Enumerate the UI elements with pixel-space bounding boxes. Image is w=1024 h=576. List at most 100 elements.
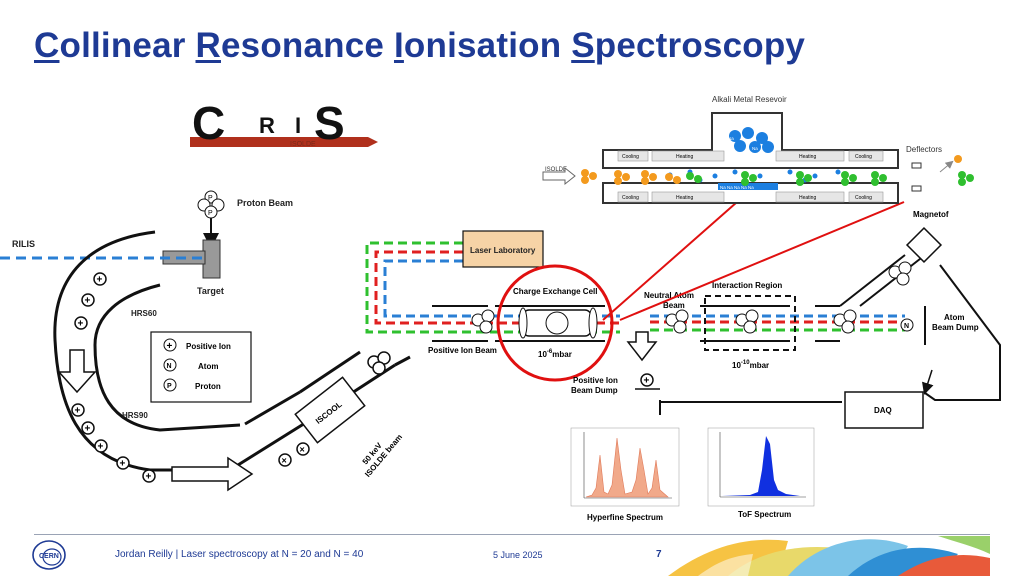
- title-part: pectroscopy: [594, 26, 806, 65]
- laser-lab-label: Laser Laboratory: [470, 246, 536, 255]
- footer-divider: [34, 534, 990, 535]
- legend-item-positive-ion: + Positive Ion: [163, 338, 231, 352]
- isolde-arrow-label: ISOLDE: [545, 167, 567, 173]
- svg-text:Heating: Heating: [799, 195, 816, 201]
- atoms-after-cec: [665, 309, 689, 334]
- svg-text:Proton: Proton: [195, 382, 221, 391]
- hrs60-label: HRS60: [131, 309, 157, 318]
- svg-text:+: +: [146, 472, 152, 483]
- svg-text:CERN: CERN: [39, 553, 59, 560]
- laser-laboratory-box: [462, 230, 544, 268]
- tof-spectrum-label: ToF Spectrum: [738, 510, 791, 519]
- ions-before-cec: [471, 309, 495, 334]
- svg-text:Cooling: Cooling: [855, 195, 872, 201]
- cec-inset: Alkali Metal Resevoir Cooling Heating He…: [542, 95, 974, 204]
- svg-text:10-6mbar: 10-6mbar: [538, 349, 572, 359]
- title-part: R: [195, 26, 221, 65]
- svg-text:+: +: [85, 296, 91, 307]
- svg-text:Na Na Na Na Na: Na Na Na Na Na: [720, 185, 754, 190]
- svg-text:+: +: [85, 424, 91, 435]
- tof-peak: [722, 436, 800, 496]
- svg-text:N: N: [904, 323, 909, 330]
- positive-ion-beam-label: Positive Ion Beam: [428, 346, 497, 355]
- cern-logo: CERN: [32, 540, 66, 570]
- footer-author: Jordan Reilly | Laser spectroscopy at N …: [115, 549, 364, 560]
- ion-dump-label-2: Beam Dump: [571, 386, 618, 395]
- svg-text:×: ×: [282, 456, 287, 466]
- svg-text:+: +: [167, 341, 173, 352]
- interaction-region-box: [704, 295, 796, 351]
- logo-subtext: ISOLDE: [290, 141, 316, 148]
- ion-dump-label-1: Positive Ion: [573, 376, 618, 385]
- logo-arrow: [190, 137, 378, 147]
- hyperfine-spectrum-label: Hyperfine Spectrum: [587, 513, 663, 522]
- title-part: S: [571, 26, 595, 65]
- magnetof-detector: [905, 226, 943, 264]
- svg-text:P: P: [167, 383, 172, 390]
- hrs90-label: HRS90: [122, 411, 148, 420]
- svg-text:10-10mbar: 10-10mbar: [732, 360, 769, 370]
- rilis-label: RILIS: [12, 239, 35, 249]
- svg-text:+: +: [97, 275, 103, 286]
- svg-text:Cooling: Cooling: [855, 154, 872, 160]
- page-number: 7: [656, 549, 662, 560]
- svg-text:Heating: Heating: [676, 154, 693, 160]
- separator-ions: + + + + + + + + × ×: [71, 272, 391, 483]
- page-title: Collinear Resonance Ionisation Spectrosc…: [34, 26, 805, 66]
- footer-date: 5 June 2025: [493, 550, 543, 560]
- title-part: C: [34, 26, 60, 65]
- hyperfine-spectrum-chart: Hyperfine Spectrum: [570, 427, 680, 522]
- atom-dump-label-1: Atom: [944, 313, 964, 322]
- logo-letter-c: C: [192, 97, 225, 149]
- right-arrow: [171, 456, 254, 492]
- main-beamline: [432, 254, 1001, 415]
- target-label: Target: [197, 286, 224, 296]
- iscool-box: ISCOOL: [294, 376, 366, 444]
- svg-text:Heating: Heating: [676, 195, 693, 201]
- interaction-region-label: Interaction Region: [712, 281, 782, 290]
- neutral-beam-label-1: Neutral Atom: [644, 291, 694, 300]
- svg-text:+: +: [78, 319, 84, 330]
- daq-box: [844, 391, 924, 429]
- deflectors-label: Deflectors: [906, 145, 942, 154]
- neutral-beam-label-2: Beam: [663, 301, 685, 310]
- svg-text:P: P: [208, 195, 213, 202]
- cec-label: Charge Exchange Cell: [513, 287, 597, 296]
- svg-text:Na: Na: [728, 136, 734, 141]
- daq-label: DAQ: [874, 406, 892, 415]
- svg-text:Cooling: Cooling: [622, 195, 639, 201]
- legend: + Positive Ion N Atom P Proton: [150, 331, 252, 403]
- cris-logo: C R I S ISOLDE: [190, 97, 378, 149]
- logo-letter-s: S: [314, 97, 345, 149]
- svg-text:Na: Na: [752, 146, 758, 151]
- svg-text:Atom: Atom: [198, 362, 218, 371]
- svg-text:Positive Ion: Positive Ion: [186, 342, 231, 351]
- svg-text:+: +: [644, 376, 650, 387]
- atom-dump-label-2: Beam Dump: [932, 323, 979, 332]
- magnetof-label: Magnetof: [913, 210, 949, 219]
- svg-text:+: +: [120, 459, 126, 470]
- svg-text:P: P: [208, 210, 213, 217]
- svg-text:Heating: Heating: [799, 154, 816, 160]
- ion-dump-arrow: [626, 331, 658, 362]
- title-part: esonance: [220, 26, 394, 65]
- svg-text:Cooling: Cooling: [622, 154, 639, 160]
- separator-beamline: [53, 230, 411, 472]
- atoms-interaction: N: [735, 261, 914, 334]
- title-part: ollinear: [59, 26, 196, 65]
- hyperfine-peaks: [585, 437, 669, 498]
- legend-item-proton: P Proton: [163, 378, 221, 392]
- title-part: onisation: [403, 26, 572, 65]
- down-arrow: [57, 349, 97, 394]
- logo-letter-r: R: [259, 113, 275, 138]
- charge-exchange-cell: Charge Exchange Cell 10-6mbar: [496, 264, 614, 382]
- footer-decoration: [668, 536, 990, 576]
- alkali-label: Alkali Metal Resevoir: [712, 95, 787, 104]
- proton-beam-assembly: P P Proton Beam Target: [162, 190, 293, 296]
- svg-text:+: +: [98, 442, 104, 453]
- svg-text:×: ×: [300, 445, 305, 455]
- svg-text:N: N: [167, 363, 172, 370]
- svg-text:+: +: [75, 406, 81, 417]
- tof-spectrum-chart: ToF Spectrum: [707, 427, 815, 519]
